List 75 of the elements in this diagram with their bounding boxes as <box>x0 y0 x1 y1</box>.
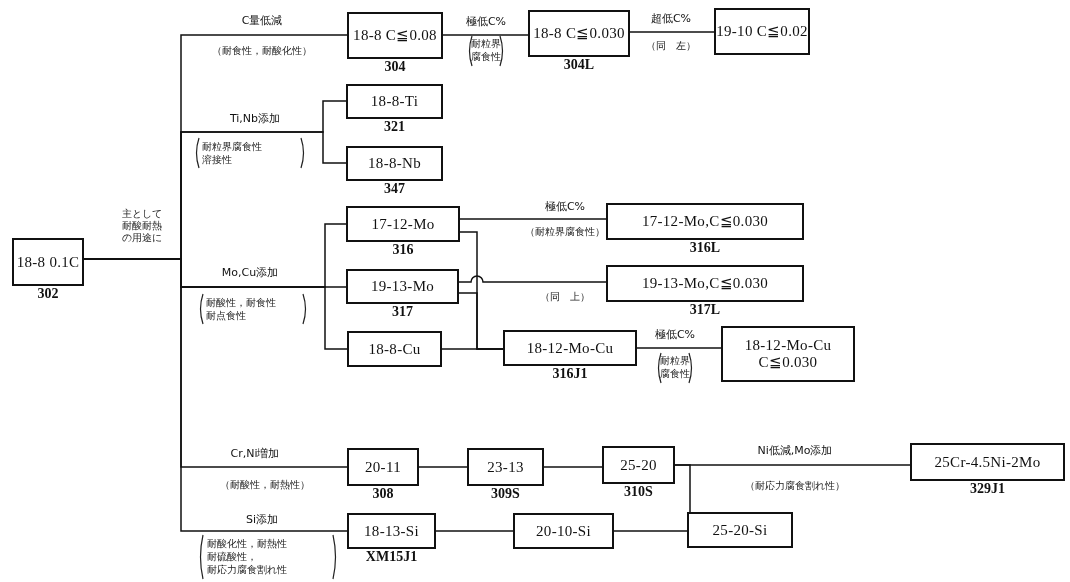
grade-composition: 18-13-Si <box>364 522 419 540</box>
connector-line <box>442 34 529 36</box>
grade-number: 308 <box>372 486 394 502</box>
grade-box <box>721 326 855 382</box>
grade-composition: 18-8 C≦0.08 <box>353 27 437 44</box>
property-note: 耐粒界 <box>660 355 690 367</box>
property-note: 耐硫酸性， <box>207 551 257 563</box>
grade-number: 304L <box>563 57 595 73</box>
property-note: 溶接性 <box>202 154 232 166</box>
grade-number: 329J1 <box>970 481 1005 497</box>
connector-line <box>435 530 514 532</box>
connector-line <box>636 347 722 349</box>
property-note: （耐酸性，耐熱性） <box>220 479 310 491</box>
connector-line <box>459 218 607 220</box>
property-note: 耐粒界 <box>471 38 501 50</box>
grade-number: XM15J1 <box>365 549 418 565</box>
grade-composition: 18-8-Cu <box>368 340 421 358</box>
grade-box <box>714 8 810 55</box>
edge-label: 極低C% <box>542 198 588 214</box>
property-note: 耐酸化性，耐熱性 <box>207 538 287 550</box>
grade-number: 316J1 <box>552 366 588 382</box>
grade-composition: 17-12-Mo <box>371 215 435 233</box>
grade-number: 304 <box>384 59 406 75</box>
property-note: （耐応力腐食割れ性） <box>745 480 845 492</box>
property-note: 耐点食性 <box>206 310 246 322</box>
grade-composition: 23-13 <box>487 458 524 476</box>
property-note: 腐食性 <box>660 368 690 380</box>
connector-line <box>674 464 691 513</box>
connector-line <box>441 348 504 350</box>
grade-number: 310S <box>624 484 653 500</box>
property-note: 耐応力腐食割れ性 <box>207 564 287 576</box>
grade-number: 347 <box>384 181 405 197</box>
grade-composition: 25Cr-4.5Ni-2Mo <box>934 453 1041 471</box>
grade-composition: 20-10-Si <box>536 522 591 540</box>
grade-composition: 17-12-Mo,C≦0.030 <box>641 213 769 230</box>
grade-number: 316L <box>689 240 721 256</box>
edge-label: 超低C% <box>648 10 694 26</box>
property-note: （同 左） <box>646 40 696 52</box>
grade-number: 317 <box>392 304 413 320</box>
grade-number: 317L <box>689 302 721 318</box>
grade-number: 309S <box>491 486 520 502</box>
connector-line <box>543 466 603 468</box>
grade-number: 302 <box>37 286 59 302</box>
connector-line <box>613 530 688 532</box>
connector-line <box>418 466 468 468</box>
property-note: 耐粒界腐食性 <box>202 141 262 153</box>
property-note: （耐食性，耐酸化性） <box>212 45 312 57</box>
grade-box <box>687 512 793 548</box>
grade-box <box>347 331 442 367</box>
connector-line <box>629 31 715 33</box>
grade-composition: 19-13-Mo,C≦0.030 <box>641 275 769 292</box>
edge-label: 極低C% <box>463 13 509 29</box>
grade-composition: 19-13-Mo <box>370 278 435 295</box>
grade-composition: 25-20-Si <box>712 521 768 539</box>
grade-composition: 18-12-Mo-Cu C≦0.030 <box>743 337 833 371</box>
edge-label: Si添加 <box>244 511 280 527</box>
grade-box <box>513 513 614 549</box>
grade-composition: 20-11 <box>365 458 401 476</box>
connector-line <box>458 275 607 283</box>
grade-composition: 18-8-Ti <box>370 93 419 110</box>
edge-label: 極低C% <box>652 326 698 342</box>
grade-composition: 19-10 C≦0.02 <box>716 23 808 40</box>
edge-label: C量低減 <box>239 12 285 28</box>
property-note: 主として耐酸耐熱の用途に <box>121 208 163 244</box>
grade-composition: 25-20 <box>620 456 657 474</box>
grade-number: 316 <box>392 242 414 258</box>
property-note: （同 上） <box>540 291 590 303</box>
property-note: 耐酸性，耐食性 <box>206 297 276 309</box>
grade-composition: 18-8 C≦0.030 <box>533 25 625 42</box>
grade-composition: 18-8-Nb <box>368 155 421 172</box>
property-note: （耐粒界腐食性） <box>525 226 605 238</box>
grade-composition: 18-12-Mo-Cu <box>526 339 614 357</box>
property-note: 腐食性 <box>471 51 501 63</box>
grade-composition: 18-8 0.1C <box>16 253 80 271</box>
grade-number: 321 <box>384 119 405 135</box>
